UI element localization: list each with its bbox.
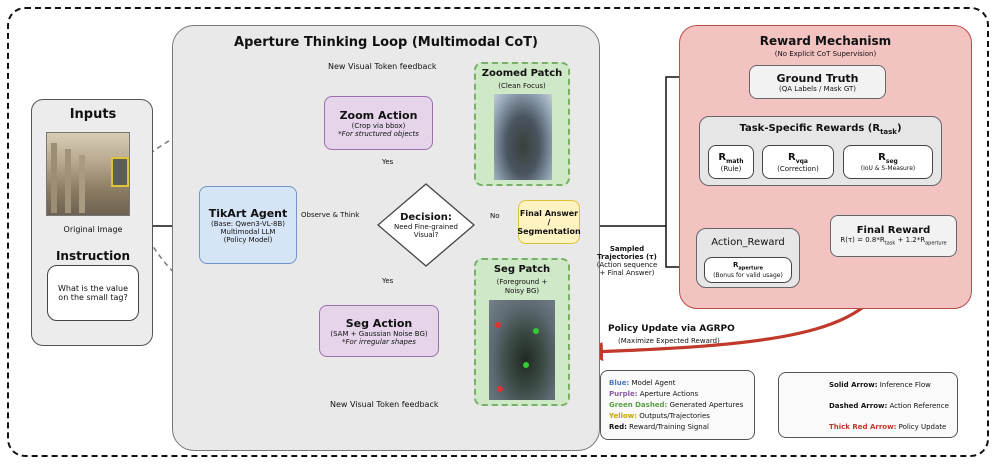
seg-action-title: Seg Action xyxy=(345,316,413,330)
color-legend-key: Red: xyxy=(609,423,627,431)
instruction-box: What is the value on the small tag? xyxy=(47,265,139,321)
color-legend-key: Green Dashed: xyxy=(609,401,668,409)
gt-title: Ground Truth xyxy=(776,71,859,85)
r-aperture-label: Raperture xyxy=(732,261,763,272)
original-image-caption: Original Image xyxy=(63,225,123,234)
decision-question: Need Fine-grained Visual? xyxy=(394,222,458,239)
inputs-title: Inputs xyxy=(69,107,117,122)
ground-truth-box: Ground Truth (QA Labels / Mask GT) xyxy=(749,65,886,99)
final-answer-box: Final Answer / Segmentation xyxy=(517,200,581,244)
color-legend-item: Green Dashed: Generated Apertures xyxy=(609,400,753,411)
seg-patch-sub2: Noisy BG) xyxy=(504,287,540,295)
trajectories-l2: Trajectories (τ) xyxy=(597,253,657,261)
observe-think-label: Observe & Think xyxy=(301,211,360,219)
policy-update-sub: (Maximize Expected Reward) xyxy=(618,337,720,345)
seg-patch: Seg Patch (Foreground + Noisy BG) xyxy=(474,258,570,406)
seg-patch-image xyxy=(489,300,555,400)
arrow-legend: Solid Arrow: Inference Flow Dashed Arrow… xyxy=(778,372,958,438)
final-answer-line2: Segmentation xyxy=(517,226,581,236)
color-legend-key: Blue: xyxy=(609,379,630,387)
r-math-box: Rmath (Rule) xyxy=(708,145,754,179)
zoomed-patch-image xyxy=(494,94,552,180)
policy-update-title: Policy Update via AGRPO xyxy=(608,324,735,334)
trajectories-l3: (Action sequence xyxy=(596,261,658,269)
legend-solid-text: Solid Arrow: Inference Flow xyxy=(829,381,931,389)
agent-title: TikArt Agent xyxy=(208,206,288,220)
legend-red-text: Thick Red Arrow: Policy Update xyxy=(829,423,947,431)
reward-title: Reward Mechanism xyxy=(759,34,892,48)
task-rewards-box: Task-Specific Rewards (Rtask) Rmath (Rul… xyxy=(699,116,942,186)
zoomed-patch: Zoomed Patch (Clean Focus) xyxy=(474,62,570,186)
action-reward-title: Action_Reward xyxy=(711,237,785,248)
color-legend-key: Yellow: xyxy=(609,412,638,420)
yes-top-label: Yes xyxy=(382,158,394,166)
color-legend-text: Generated Apertures xyxy=(667,401,744,409)
final-answer-line1: Final Answer / xyxy=(519,208,579,227)
color-legend-text: Aperture Actions xyxy=(637,390,699,398)
agent-base: (Base: Qwen3-VL-8B) xyxy=(211,219,285,228)
r-vqa-box: Rvqa (Correction) xyxy=(762,145,834,179)
instruction-title: Instruction xyxy=(55,249,131,263)
gt-sub: (QA Labels / Mask GT) xyxy=(778,84,857,93)
r-vqa-desc: (Correction) xyxy=(777,164,819,173)
zoomed-patch-sub: (Clean Focus) xyxy=(498,82,546,90)
color-legend-key: Purple: xyxy=(609,390,638,398)
loop-title: Aperture Thinking Loop (Multimodal CoT) xyxy=(234,35,538,50)
decision-diamond xyxy=(377,183,475,267)
seg-action-note: *For irregular shapes xyxy=(342,337,416,346)
zoom-action-box: Zoom Action (Crop via bbox) *For structu… xyxy=(324,96,433,150)
color-legend-item: Red: Reward/Training Signal xyxy=(609,422,753,433)
tikart-agent-box: TikArt Agent (Base: Qwen3-VL-8B) Multimo… xyxy=(199,186,297,264)
final-reward-box: Final Reward R(τ) = 0.8*Rtask + 1.2*Rape… xyxy=(830,215,957,257)
r-seg-box: Rseg (IoU & S-Measure) xyxy=(843,145,933,179)
color-legend-text: Model Agent xyxy=(629,379,676,387)
decision-title: Decision: xyxy=(400,211,452,223)
zoom-action-note: *For structured objects xyxy=(338,129,419,138)
final-reward-formula: R(τ) = 0.8*Rtask + 1.2*Raperture xyxy=(840,236,947,247)
trajectories-l1: Sampled xyxy=(609,245,645,253)
outer-frame xyxy=(7,7,989,457)
trajectories-label: Sampled Trajectories (τ) (Action sequenc… xyxy=(592,235,662,287)
original-image xyxy=(46,132,130,216)
r-seg-desc: (IoU & S-Measure) xyxy=(860,165,916,172)
reward-subtitle: (No Explicit CoT Supervision) xyxy=(774,50,877,58)
r-seg-label: Rseg xyxy=(878,152,898,165)
color-legend-text: Outputs/Trajectories xyxy=(637,412,710,420)
decision-text: Decision: Need Fine-grained Visual? xyxy=(387,205,465,245)
instruction-text: What is the value on the small tag? xyxy=(57,284,129,302)
yes-bottom-label: Yes xyxy=(382,277,394,285)
seg-patch-title: Seg Patch xyxy=(493,264,551,275)
r-math-desc: (Rule) xyxy=(720,164,742,173)
color-legend-item: Blue: Model Agent xyxy=(609,378,753,389)
inputs-panel: Inputs Original Image Instruction What i… xyxy=(31,99,153,346)
r-aperture-desc: (Bonus for valid usage) xyxy=(713,271,783,279)
feedback-bottom-label: New Visual Token feedback xyxy=(330,400,439,409)
seg-action-sub: (SAM + Gaussian Noise BG) xyxy=(330,329,428,338)
action-reward-box: Action_Reward Raperture (Bonus for valid… xyxy=(696,228,800,288)
seg-patch-sub1: (Foreground + xyxy=(496,278,548,286)
feedback-top-label: New Visual Token feedback xyxy=(328,62,437,71)
color-legend-text: Reward/Training Signal xyxy=(626,423,709,431)
color-legend-item: Purple: Aperture Actions xyxy=(609,389,753,400)
agent-policy: (Policy Model) xyxy=(223,235,273,244)
zoom-action-sub: (Crop via bbox) xyxy=(351,121,406,130)
r-math-label: Rmath xyxy=(718,151,744,165)
agent-llm: Multimodal LLM xyxy=(220,227,276,236)
task-rewards-title: Task-Specific Rewards (Rtask) xyxy=(739,123,902,136)
final-reward-title: Final Reward xyxy=(856,225,931,237)
no-label: No xyxy=(490,212,500,220)
trajectories-l4: + Final Answer) xyxy=(599,269,655,277)
legend-dashed-text: Dashed Arrow: Action Reference xyxy=(829,402,949,410)
highlight-region xyxy=(111,157,129,187)
r-aperture-box: Raperture (Bonus for valid usage) xyxy=(704,257,792,283)
seg-action-box: Seg Action (SAM + Gaussian Noise BG) *Fo… xyxy=(319,305,439,357)
zoomed-patch-title: Zoomed Patch xyxy=(481,68,563,79)
r-vqa-label: Rvqa xyxy=(788,151,808,165)
zoom-action-title: Zoom Action xyxy=(339,108,418,122)
color-legend-item: Yellow: Outputs/Trajectories xyxy=(609,411,753,422)
